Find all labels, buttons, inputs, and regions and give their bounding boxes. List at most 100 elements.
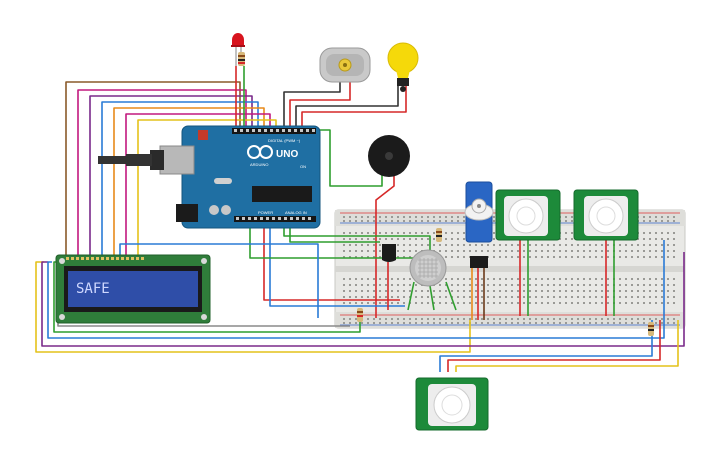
wire-green-bb bbox=[249, 216, 440, 259]
breadboard-hole bbox=[607, 290, 609, 292]
breadboard-hole bbox=[463, 232, 465, 234]
breadboard-hole bbox=[565, 302, 567, 304]
breadboard-hole bbox=[397, 278, 399, 280]
breadboard-hole bbox=[499, 284, 501, 286]
breadboard-hole bbox=[481, 322, 483, 324]
breadboard-hole bbox=[385, 278, 387, 280]
breadboard-hole bbox=[661, 250, 663, 252]
breadboard-hole bbox=[439, 244, 441, 246]
breadboard-hole bbox=[529, 296, 531, 298]
breadboard-hole bbox=[655, 296, 657, 298]
breadboard-hole bbox=[469, 284, 471, 286]
breadboard-hole bbox=[547, 296, 549, 298]
breadboard-hole bbox=[517, 256, 519, 258]
breadboard-hole bbox=[445, 284, 447, 286]
breadboard-hole bbox=[559, 290, 561, 292]
breadboard-hole bbox=[421, 318, 423, 320]
breadboard-hole bbox=[571, 232, 573, 234]
breadboard-hole bbox=[577, 284, 579, 286]
breadboard-hole bbox=[631, 244, 633, 246]
breadboard-hole bbox=[379, 278, 381, 280]
breadboard-hole bbox=[403, 244, 405, 246]
breadboard-hole bbox=[385, 322, 387, 324]
breadboard-hole bbox=[451, 232, 453, 234]
breadboard-hole bbox=[409, 278, 411, 280]
breadboard-hole bbox=[583, 290, 585, 292]
breadboard-hole bbox=[373, 250, 375, 252]
breadboard-hole bbox=[379, 244, 381, 246]
breadboard-hole bbox=[637, 318, 639, 320]
breadboard-hole bbox=[547, 256, 549, 258]
breadboard-hole bbox=[451, 238, 453, 240]
breadboard-hole bbox=[397, 250, 399, 252]
breadboard-hole bbox=[391, 296, 393, 298]
breadboard-hole bbox=[601, 278, 603, 280]
breadboard-hole bbox=[433, 318, 435, 320]
header-pin bbox=[306, 129, 309, 132]
breadboard-hole bbox=[511, 278, 513, 280]
breadboard-hole bbox=[553, 318, 555, 320]
breadboard-hole bbox=[571, 302, 573, 304]
breadboard-hole bbox=[649, 238, 651, 240]
breadboard-hole bbox=[625, 244, 627, 246]
breadboard-hole bbox=[373, 302, 375, 304]
breadboard-hole bbox=[619, 256, 621, 258]
breadboard-hole bbox=[619, 278, 621, 280]
breadboard-hole bbox=[541, 302, 543, 304]
breadboard-hole bbox=[451, 290, 453, 292]
breadboard-hole bbox=[631, 318, 633, 320]
led-resistor bbox=[238, 52, 245, 66]
breadboard-hole bbox=[469, 278, 471, 280]
breadboard-hole bbox=[583, 250, 585, 252]
breadboard-hole bbox=[439, 318, 441, 320]
breadboard-hole bbox=[427, 216, 429, 218]
breadboard-hole bbox=[661, 220, 663, 222]
wire-purple-long bbox=[41, 252, 685, 347]
breadboard-hole bbox=[355, 296, 357, 298]
breadboard-hole bbox=[487, 278, 489, 280]
breadboard-hole bbox=[619, 296, 621, 298]
breadboard-hole bbox=[643, 256, 645, 258]
lcd-pin bbox=[86, 257, 89, 260]
breadboard-hole bbox=[397, 216, 399, 218]
breadboard-hole bbox=[667, 302, 669, 304]
breadboard-hole bbox=[631, 290, 633, 292]
breadboard-hole bbox=[427, 322, 429, 324]
breadboard-hole bbox=[655, 302, 657, 304]
breadboard-hole bbox=[517, 302, 519, 304]
led bbox=[231, 33, 245, 66]
breadboard-hole bbox=[487, 296, 489, 298]
breadboard-hole bbox=[643, 296, 645, 298]
breadboard-hole bbox=[517, 296, 519, 298]
breadboard-hole bbox=[667, 256, 669, 258]
breadboard-hole bbox=[559, 296, 561, 298]
breadboard-hole bbox=[619, 322, 621, 324]
breadboard-hole bbox=[499, 302, 501, 304]
breadboard-hole bbox=[607, 256, 609, 258]
breadboard-hole bbox=[601, 296, 603, 298]
breadboard-hole bbox=[475, 318, 477, 320]
breadboard-hole bbox=[397, 232, 399, 234]
breadboard-hole bbox=[355, 302, 357, 304]
breadboard-hole bbox=[655, 220, 657, 222]
breadboard-hole bbox=[439, 220, 441, 222]
breadboard-hole bbox=[373, 296, 375, 298]
breadboard-hole bbox=[361, 278, 363, 280]
breadboard-hole bbox=[673, 284, 675, 286]
breadboard-hole bbox=[391, 290, 393, 292]
breadboard-hole bbox=[355, 250, 357, 252]
resistor bbox=[436, 228, 442, 242]
breadboard-hole bbox=[601, 250, 603, 252]
breadboard-hole bbox=[637, 296, 639, 298]
breadboard-hole bbox=[367, 290, 369, 292]
breadboard-hole bbox=[595, 256, 597, 258]
lcd-pin bbox=[81, 257, 84, 260]
breadboard-hole bbox=[667, 244, 669, 246]
breadboard-hole bbox=[517, 322, 519, 324]
breadboard-hole bbox=[577, 250, 579, 252]
arduino-on-label: ON bbox=[300, 164, 306, 169]
breadboard-hole bbox=[589, 284, 591, 286]
breadboard-hole bbox=[643, 302, 645, 304]
breadboard-hole bbox=[505, 250, 507, 252]
breadboard-hole bbox=[439, 322, 441, 324]
